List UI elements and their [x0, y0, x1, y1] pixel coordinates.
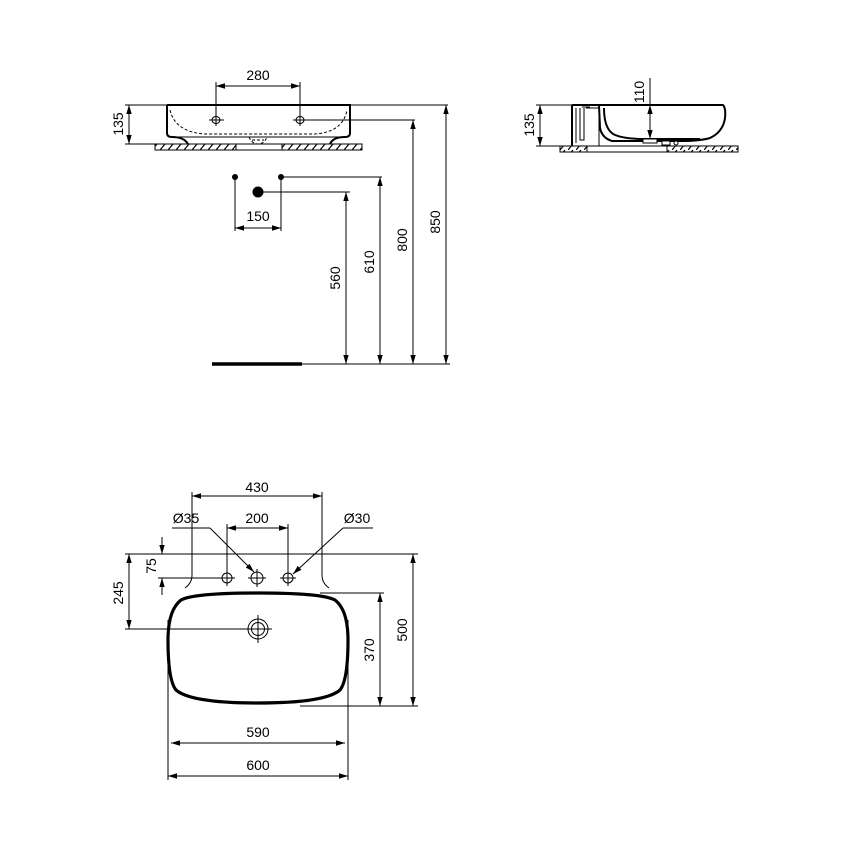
top-view: 430 200 Ø35 Ø30 75 245 370 500 [110, 479, 418, 780]
label-diameter-35: Ø35 [173, 510, 200, 526]
tap-hole-1 [219, 570, 235, 586]
dim-height-800: 800 [394, 228, 410, 252]
waste-outlet [244, 615, 272, 643]
dim-bowl-depth-110: 110 [631, 81, 647, 104]
dim-bowl-depth-370: 370 [361, 638, 377, 662]
dim-side-height-135: 135 [521, 113, 537, 137]
basin-top-outline [166, 554, 350, 780]
dim-tap-spacing-280: 280 [246, 67, 270, 83]
dim-basin-height-135: 135 [110, 112, 126, 136]
basin-side-outline [571, 104, 727, 146]
dim-tap-spacing-200: 200 [245, 510, 269, 526]
basin-front-outline [166, 104, 351, 145]
dim-height-610: 610 [361, 250, 377, 274]
side-view: 135 110 [521, 78, 739, 153]
countertop-side [559, 145, 739, 153]
label-diameter-30: Ø30 [344, 510, 371, 526]
dim-bowl-width-590: 590 [246, 724, 270, 740]
dim-height-850: 850 [427, 210, 443, 234]
dim-deck-width-430: 430 [245, 479, 269, 495]
dim-tap-offset-75: 75 [143, 558, 159, 574]
dim-overall-width-600: 600 [246, 757, 270, 773]
dim-waste-spacing-150: 150 [246, 208, 270, 224]
tap-hole-3 [280, 570, 296, 586]
waste-points [232, 174, 382, 231]
front-view: 280 135 150 560 610 800 [110, 67, 450, 366]
dim-waste-offset-245: 245 [110, 581, 126, 605]
tap-hole-2 [248, 569, 266, 587]
countertop-front [154, 143, 363, 151]
dim-overall-depth-500: 500 [394, 618, 410, 642]
dim-height-560: 560 [327, 266, 343, 290]
